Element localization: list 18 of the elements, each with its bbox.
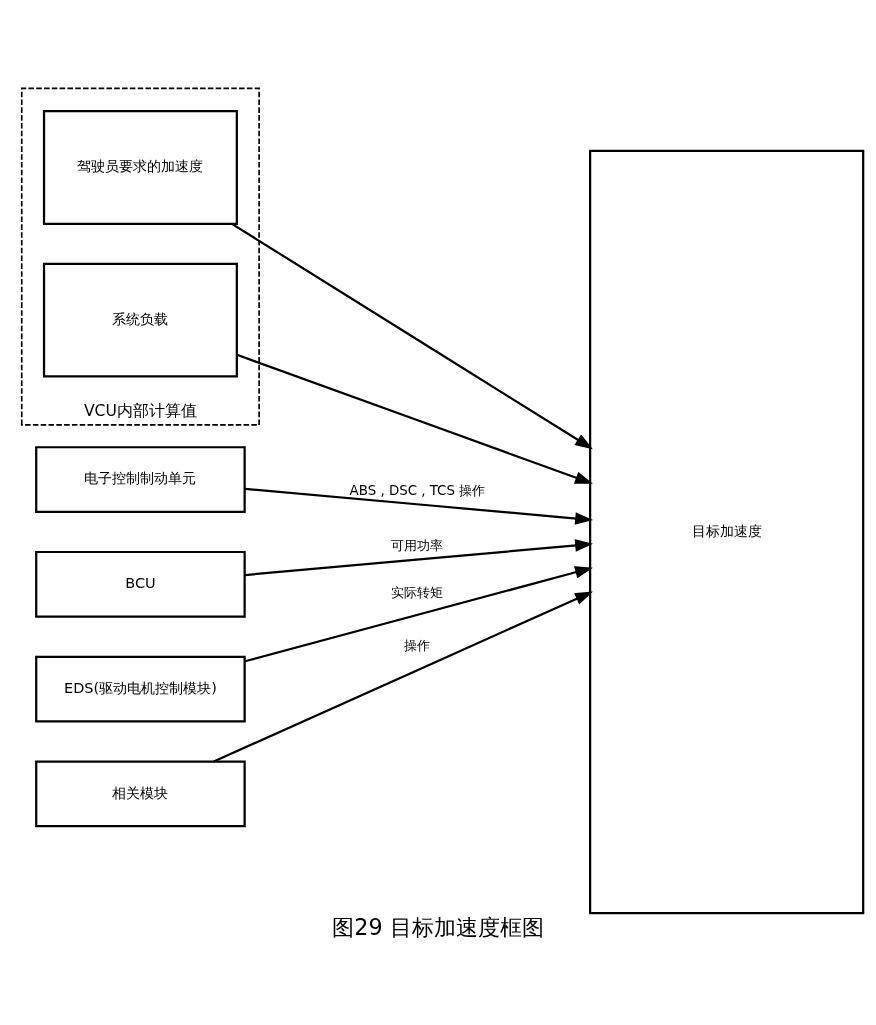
node-box: BCU [35,550,246,618]
arrow [236,353,593,484]
node-box: 相关模块 [35,759,246,827]
node-box: 目标加速度 [589,149,865,914]
edge-label: 可用功率 [391,537,444,553]
edge-label: 实际转矩 [391,584,444,600]
node-box: 系统负载 [42,262,238,378]
arrow [244,487,593,525]
edge-label: ABS , DSC , TCS 操作 [349,482,486,498]
edge-label: 操作 [404,637,431,653]
arrow [231,222,593,449]
node-box: 电子控制制动单元 [35,445,246,513]
arrow [213,590,593,762]
arrow [244,538,593,576]
arrow [244,565,593,662]
node-box: 驾驶员要求的加速度 [42,109,238,225]
node-box: EDS(驱动电机控制模块) [35,655,246,723]
caption: 图29 目标加速度框图 [332,913,544,940]
